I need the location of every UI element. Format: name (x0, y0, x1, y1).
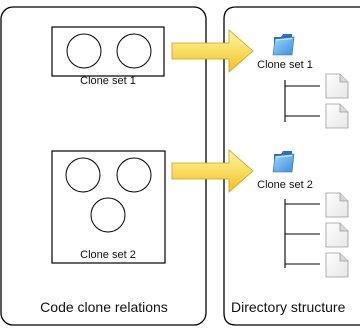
clone-circle (65, 157, 101, 193)
document-icon (325, 73, 349, 99)
folder-2-label: Clone set 2 (257, 179, 313, 191)
folder-icon (272, 151, 295, 173)
document-icon (325, 103, 349, 129)
right-panel-caption: Directory structure (231, 299, 346, 315)
tree-lines (284, 199, 320, 268)
clone-circle (116, 157, 152, 193)
document-icon (325, 222, 349, 248)
document-icon (325, 192, 349, 218)
document-icon (325, 252, 349, 278)
right-arrow-icon (171, 29, 254, 73)
right-arrow-icon (171, 149, 254, 193)
right-panel: Clone set 1 (223, 6, 360, 326)
left-panel: Clone set 1 Clone set 2 Code clone relat… (0, 6, 207, 326)
clone-circle (90, 197, 126, 233)
folder-group-1: Clone set 1 (257, 34, 349, 129)
tree-lines (284, 80, 320, 122)
clone-set-2: Clone set 2 (51, 150, 166, 264)
clone-set-1-label: Clone set 1 (80, 75, 136, 87)
folder-1-label: Clone set 1 (257, 59, 313, 71)
clone-set-1: Clone set 1 (51, 26, 165, 87)
folder-group-2: Clone set 2 (257, 151, 349, 278)
clone-circle (116, 33, 152, 69)
clone-set-2-label: Clone set 2 (80, 249, 136, 261)
clone-circle (66, 33, 102, 69)
folder-icon (272, 34, 295, 56)
left-panel-caption: Code clone relations (40, 299, 168, 315)
